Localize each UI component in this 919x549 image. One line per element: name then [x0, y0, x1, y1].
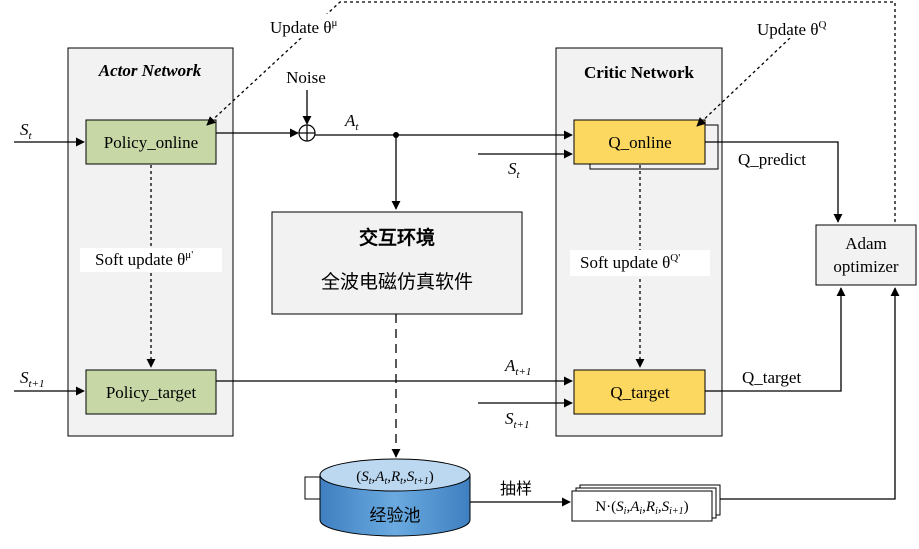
actor-network-title: Actor Network	[98, 61, 202, 80]
environment-subtitle: 全波电磁仿真软件	[321, 271, 473, 293]
adam-optimizer-line1: Adam	[845, 234, 887, 253]
critic-network-title: Critic Network	[584, 63, 695, 82]
batch-label: N·(Si,Ai,Ri,Si+1)	[595, 499, 688, 517]
st1-critic-label: St+1	[505, 409, 529, 431]
replay-buffer-top	[319, 458, 471, 492]
q-target-box-label: Q_target	[610, 383, 669, 402]
q-target-box	[573, 369, 706, 415]
adam-optimizer-line2: optimizer	[833, 257, 898, 276]
at1-label: At+1	[504, 356, 531, 378]
st1-input-label: St+1	[20, 368, 44, 390]
critic-soft-update-label: Soft update θQ'	[580, 252, 680, 272]
q-predict-arrow	[705, 141, 843, 223]
environment-title: 交互环境	[359, 226, 435, 249]
policy-target-label: Policy_target	[106, 383, 197, 402]
st-critic-label: St	[508, 159, 521, 181]
policy-online-box	[85, 119, 217, 165]
batch-stack-front	[571, 490, 713, 522]
replay-buffer-tab	[304, 476, 322, 500]
replay-buffer-label: 经验池	[370, 506, 421, 526]
sampling-label: 抽样	[500, 479, 532, 498]
st-input-label: St	[20, 120, 33, 142]
q-target-arrow	[705, 287, 846, 392]
noise-label: Noise	[286, 68, 326, 87]
q-predict-label: Q_predict	[738, 150, 806, 169]
replay-buffer-body	[319, 475, 471, 537]
critic-update-label: Update θQ	[757, 19, 826, 39]
batch-to-optimizer-arrow	[720, 287, 900, 500]
environment-box	[271, 211, 523, 315]
adam-optimizer-box	[815, 224, 917, 286]
q-online-box	[573, 119, 706, 165]
at-label: At	[344, 111, 359, 133]
q-online-label: Q_online	[608, 133, 671, 152]
actor-soft-update-label: Soft update θμ'	[95, 249, 193, 269]
policy-online-label: Policy_online	[104, 133, 198, 152]
q-target-line-label: Q_target	[742, 368, 801, 387]
actor-update-dotted-line	[206, 1, 896, 222]
policy-target-box	[85, 369, 217, 415]
actor-update-label: Update θμ	[270, 17, 337, 37]
